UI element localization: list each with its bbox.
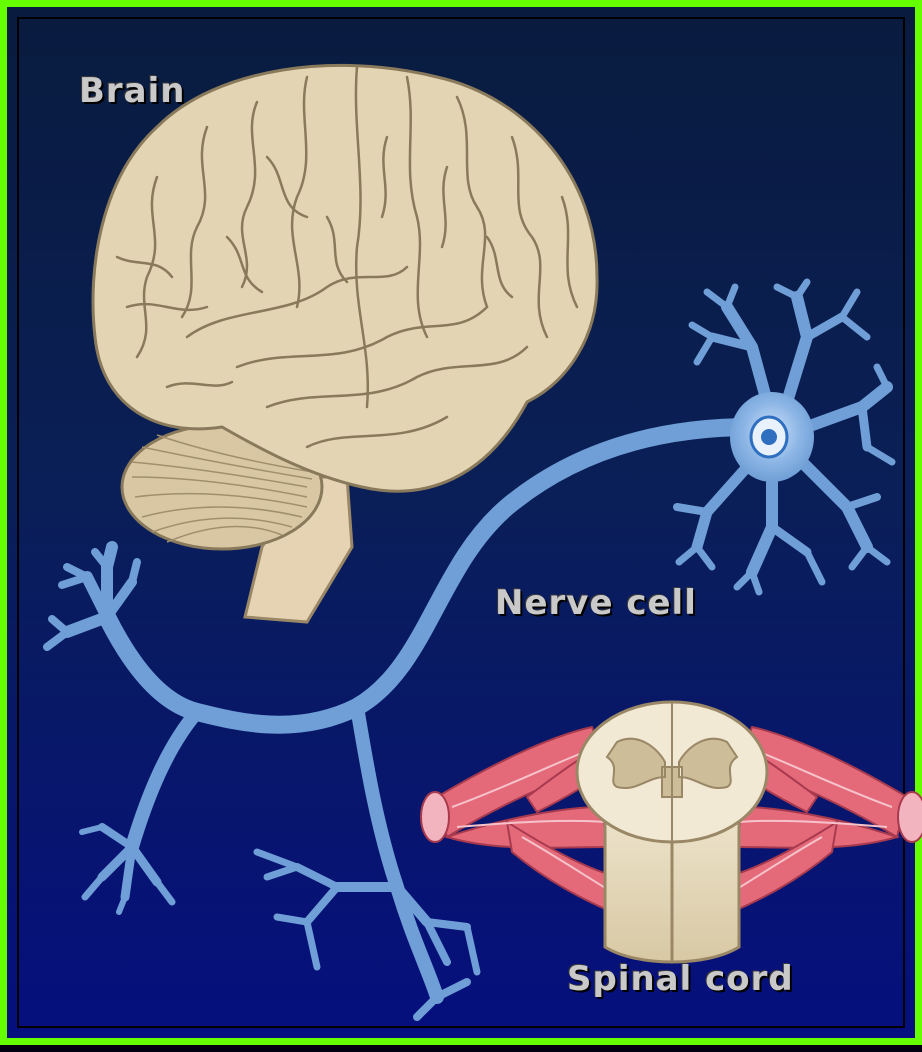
label-nerve-cell: Nerve cell [495, 583, 697, 623]
spinal-nerve-right-end [898, 792, 922, 842]
label-brain: Brain [79, 71, 186, 111]
spinal-cord-illustration [421, 702, 922, 962]
brain-illustration [93, 65, 597, 622]
label-spinal-cord: Spinal cord [567, 959, 794, 999]
nervous-system-illustration [7, 7, 922, 1052]
neuron-cell-body [730, 392, 814, 482]
spinal-nerve-left-end [421, 792, 449, 842]
